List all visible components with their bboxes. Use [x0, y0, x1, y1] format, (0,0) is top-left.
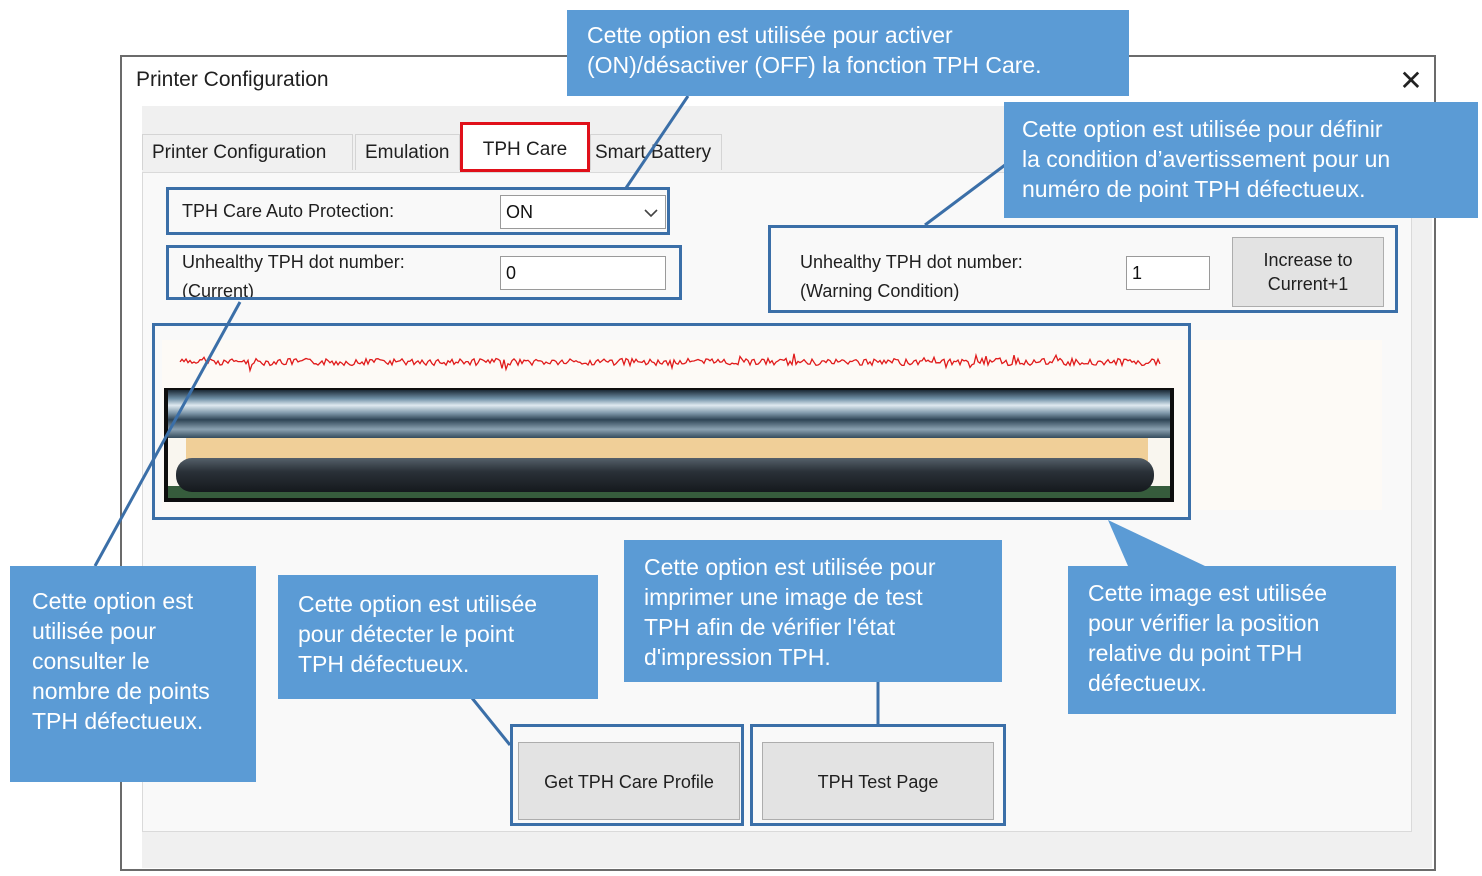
tab-printer-configuration[interactable]: Printer Configuration [142, 134, 353, 170]
callout-activate: Cette option est utilisée pour activer (… [567, 10, 1129, 96]
connector-detect [470, 697, 512, 746]
callout-consult-line1: Cette option est [32, 588, 194, 614]
tph-test-page-button[interactable]: TPH Test Page [762, 742, 994, 820]
current-count-frame [166, 245, 682, 300]
increase-button-line2: Current+1 [1267, 274, 1349, 294]
warning-label-line2: (Warning Condition) [800, 281, 960, 301]
warning-label-line1: Unhealthy TPH dot number: [800, 252, 1023, 272]
warning-threshold-field[interactable]: 1 [1126, 256, 1210, 290]
callout-detect: Cette option est utilisée pour détecter … [278, 575, 598, 699]
tph-image-frame [152, 323, 1191, 520]
callout-warning-line1: Cette option est utilisée pour définir [1022, 116, 1383, 142]
callout-activate-line1: Cette option est utilisée pour activer [587, 22, 953, 48]
tab-tph-care[interactable]: TPH Care [460, 122, 590, 172]
callout-detect-line2: pour détecter le point [298, 621, 515, 647]
callout-consult-line5: TPH défectueux. [32, 708, 204, 734]
get-tph-care-profile-button[interactable]: Get TPH Care Profile [518, 742, 740, 820]
tph-dot-waveform [179, 352, 1161, 374]
callout-warning: Cette option est utilisée pour définir l… [1004, 102, 1478, 218]
current-count-label-line2: (Current) [182, 281, 255, 297]
callout-image-line3: relative du point TPH [1088, 640, 1303, 666]
callout-detect-line3: TPH défectueux. [298, 651, 470, 677]
current-count-field[interactable]: 0 [500, 256, 666, 290]
callout-image: Cette image est utilisée pour vérifier l… [1068, 566, 1396, 714]
callout-detect-line1: Cette option est utilisée [298, 591, 538, 617]
callout-print-test-line1: Cette option est utilisée pour [644, 554, 936, 580]
tab-emulation[interactable]: Emulation [355, 134, 460, 170]
connector-image [1108, 520, 1205, 566]
auto-protection-frame [166, 187, 670, 235]
connector-activate [624, 95, 690, 189]
increase-to-current-button[interactable]: Increase to Current+1 [1232, 237, 1384, 307]
callout-consult-line4: nombre de points [32, 678, 210, 704]
tph-dot-image [164, 352, 1174, 502]
chevron-down-icon [644, 209, 658, 218]
callout-print-test: Cette option est utilisée pour imprimer … [624, 540, 1002, 682]
callout-image-line2: pour vérifier la position [1088, 610, 1320, 636]
tab-smart-battery[interactable]: Smart Battery [590, 134, 722, 170]
callout-image-line4: défectueux. [1088, 670, 1207, 696]
warning-condition-frame [768, 225, 1398, 313]
callout-print-test-line2: imprimer une image de test [644, 584, 923, 610]
callout-warning-line2: la condition d’avertissement pour un [1022, 146, 1391, 172]
get-profile-frame [510, 724, 744, 826]
callout-consult: Cette option est utilisée pour consulter… [10, 566, 256, 782]
test-page-frame [750, 724, 1006, 826]
connector-warning [924, 163, 1006, 227]
auto-protection-value: ON [506, 202, 533, 222]
callout-warning-line3: numéro de point TPH défectueux. [1022, 176, 1366, 202]
callout-image-line1: Cette image est utilisée [1088, 580, 1328, 606]
window-title: Printer Configuration [136, 68, 329, 91]
callout-consult-line3: consulter le [32, 648, 150, 674]
increase-button-line1: Increase to [1263, 250, 1353, 270]
callout-print-test-line4: d'impression TPH. [644, 644, 831, 670]
callout-print-test-line3: TPH afin de vérifier l'état [644, 614, 896, 640]
callout-activate-line2: (ON)/désactiver (OFF) la fonction TPH Ca… [587, 52, 1042, 78]
auto-protection-label: TPH Care Auto Protection: [182, 201, 395, 221]
current-count-label-line1: Unhealthy TPH dot number: [182, 252, 405, 272]
auto-protection-select[interactable]: ON [500, 195, 666, 229]
connector-consult [93, 301, 242, 567]
callout-consult-line2: utilisée pour [32, 618, 157, 644]
close-icon[interactable]: ✕ [1399, 65, 1423, 96]
